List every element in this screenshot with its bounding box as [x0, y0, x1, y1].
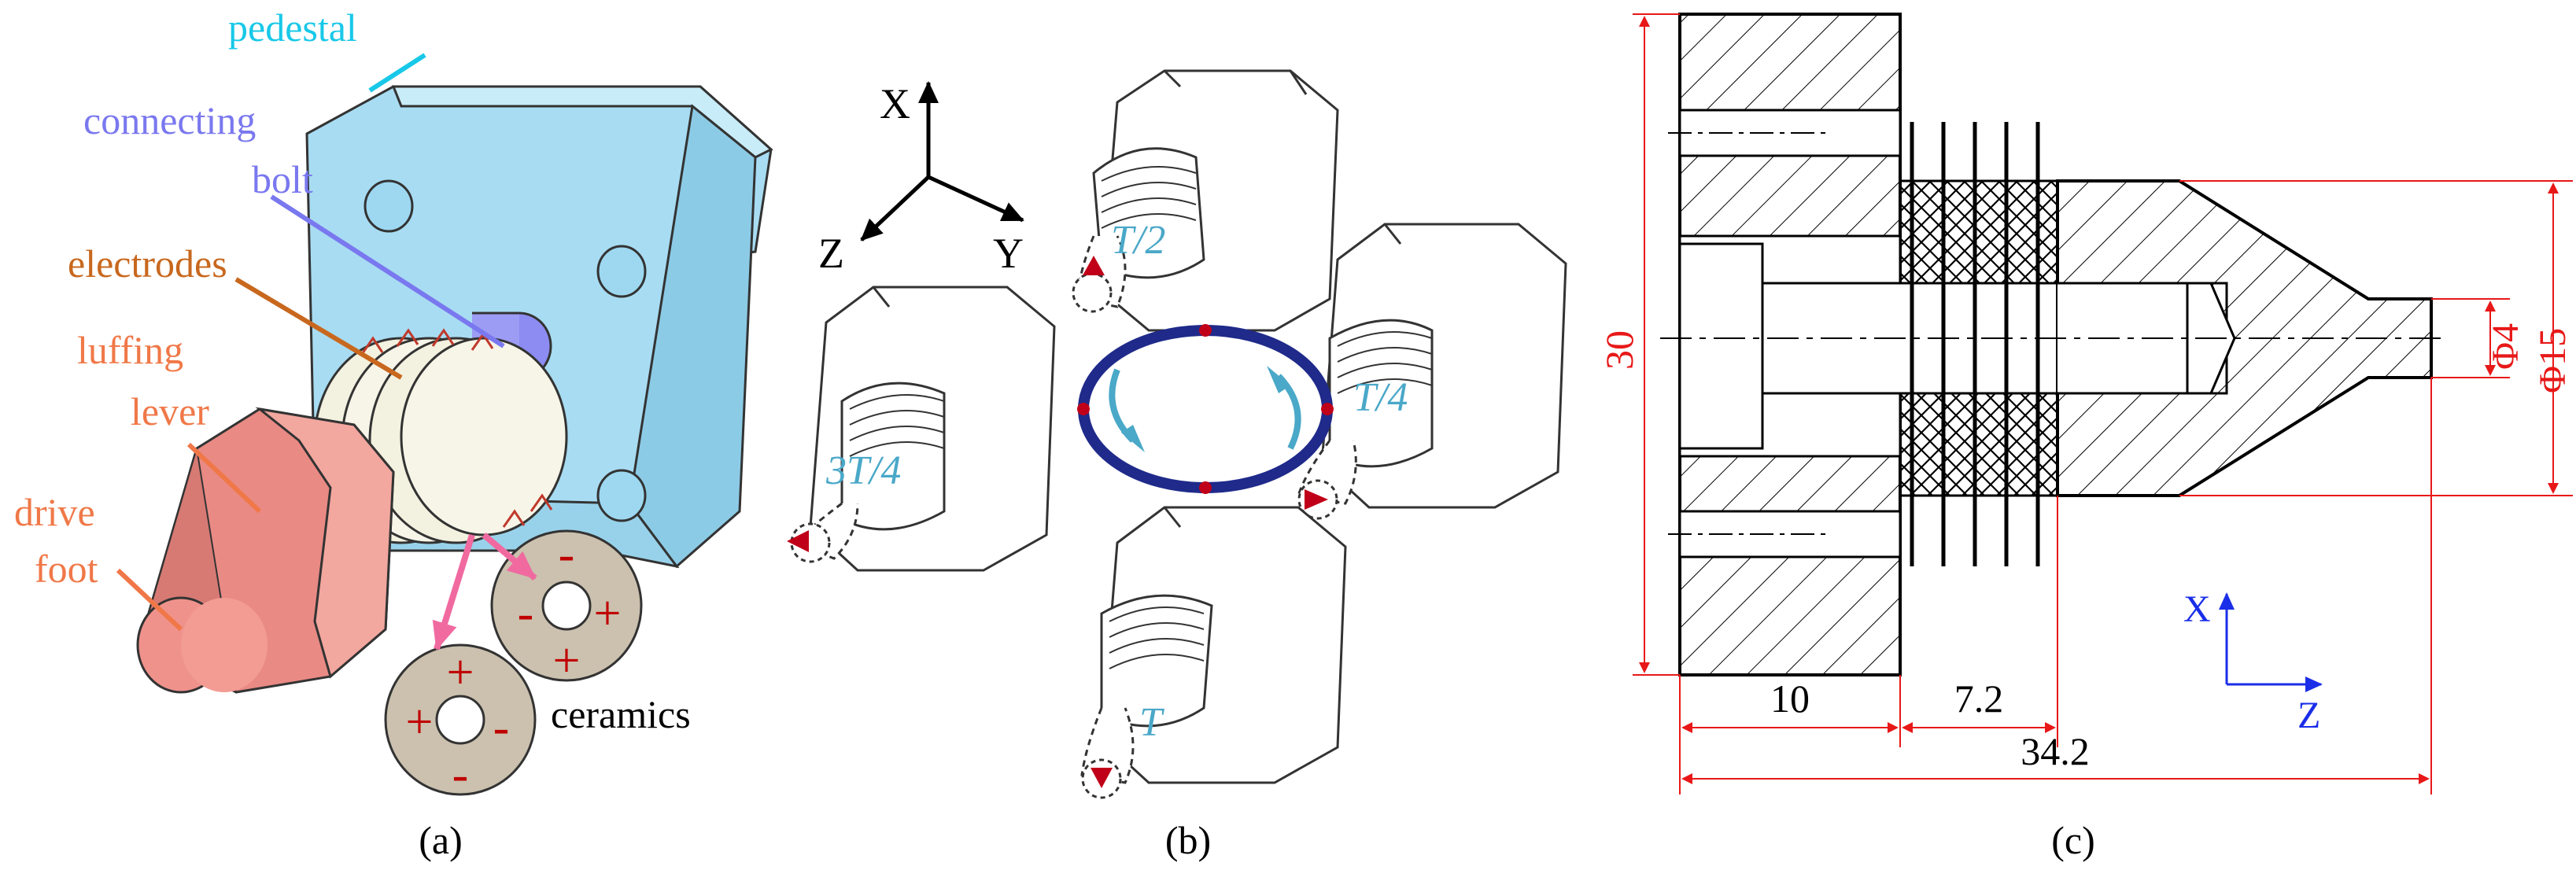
phase-label-full: T [1139, 700, 1164, 745]
ceramics-label: ceramics [551, 692, 691, 736]
drive-foot-label: drive [14, 490, 95, 534]
dim-stack-label: 7.2 [1954, 676, 2004, 721]
sign-minus: - [559, 528, 575, 581]
connecting-bolt-leader [270, 194, 505, 348]
phase-label-three-quarter: 3T/4 [825, 448, 901, 493]
sign-minus: - [518, 587, 534, 640]
sign-plus: + [553, 634, 581, 688]
dimension-cone-diameter: Φ15 [2179, 180, 2574, 496]
panel-a-caption: (a) [419, 818, 463, 862]
panel-b: X Y Z T/2 T/4 [787, 69, 1567, 862]
phase-label-half: T/2 [1111, 218, 1165, 263]
sign-plus: + [406, 695, 434, 749]
luffing-lever-label: luffing [77, 328, 183, 372]
drive-foot [136, 596, 268, 694]
dim-height-label: 30 [1597, 330, 1641, 370]
sign-plus: + [594, 587, 622, 640]
panel-a: - - + + + + - - pedestal connecting bolt… [14, 6, 773, 862]
drive-foot-leader [116, 568, 183, 632]
axis-x-label: X [880, 80, 910, 127]
dimension-total: 34.2 [1681, 378, 2432, 794]
exploded-view-arrow [482, 532, 537, 581]
motor-view-full-period: T [1080, 506, 1347, 799]
dim-total-label: 34.2 [2021, 729, 2090, 773]
pedestal-leader [368, 53, 426, 93]
elliptical-trajectory [1077, 324, 1334, 494]
ceramic-disc-top: - - + + [490, 528, 643, 688]
section-axes: X Z [2183, 588, 2323, 736]
dim-left-block-label: 10 [1770, 676, 1810, 721]
axis-z-label: Z [2297, 695, 2320, 736]
lever-leader [186, 442, 262, 514]
drive-foot-label: foot [35, 547, 98, 591]
panel-b-caption: (b) [1165, 818, 1211, 862]
electrodes-leader [234, 277, 403, 380]
dim-cone-diameter-label: Φ15 [2532, 328, 2574, 393]
dim-tip-diameter-label: Φ4 [2485, 323, 2526, 370]
sign-minus: - [452, 748, 469, 802]
motor-view-three-quarter-period: 3T/4 [787, 286, 1056, 572]
pedestal-label: pedestal [228, 6, 357, 50]
connecting-bolt-label: connecting [83, 98, 256, 142]
axis-x-label: X [2183, 588, 2211, 630]
motor-view-quarter-period: T/4 [1297, 223, 1567, 520]
dimension-height: 30 [1597, 13, 1680, 676]
connecting-bolt-label: bolt [252, 157, 313, 201]
coordinate-triad: X Y Z [818, 80, 1024, 277]
electrodes-label: electrodes [68, 241, 227, 286]
dimension-tip-diameter: Φ4 [2431, 298, 2526, 378]
panel-c: 30 10 7.2 34.2 Φ4 [1597, 13, 2574, 862]
axis-y-label: Y [993, 230, 1024, 277]
sign-minus: - [493, 701, 510, 754]
sign-plus: + [447, 646, 474, 699]
panel-c-caption: (c) [2051, 818, 2095, 862]
axis-z-label: Z [818, 230, 844, 277]
exploded-view-arrow [432, 533, 475, 651]
motor-view-half-period: T/2 [1072, 69, 1339, 332]
ceramic-disc-bottom: + + - - [384, 643, 537, 802]
luffing-lever-label: lever [131, 389, 209, 433]
dimension-stack: 7.2 [1902, 496, 2058, 747]
dimension-left-block: 10 [1679, 675, 1901, 794]
phase-label-quarter: T/4 [1353, 375, 1408, 420]
piezo-stack-section [1899, 122, 2059, 566]
